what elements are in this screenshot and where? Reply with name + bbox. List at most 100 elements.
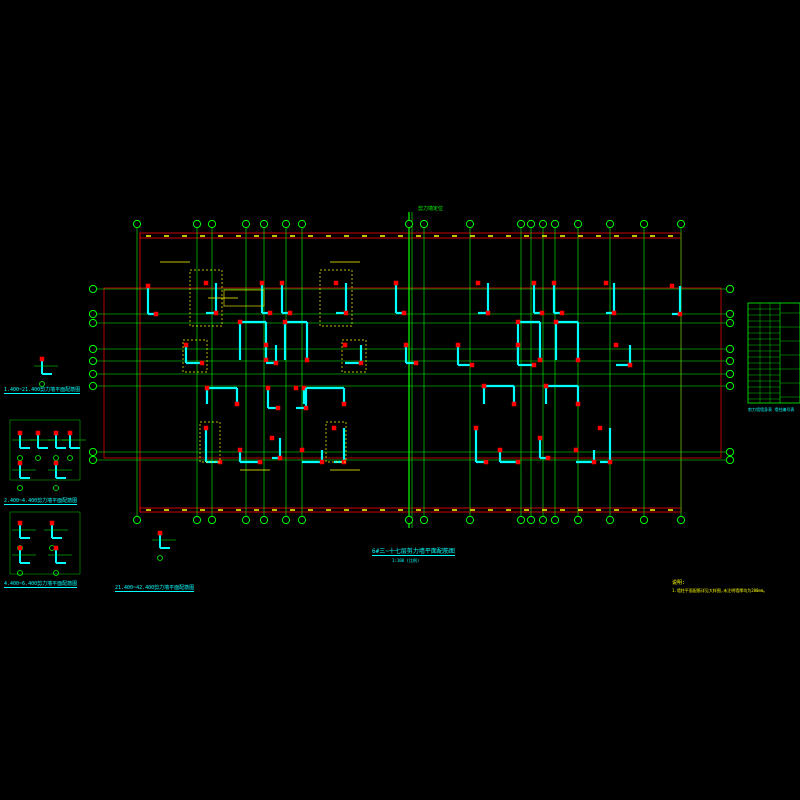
rebar-mark xyxy=(277,455,283,461)
rebar-mark xyxy=(304,357,310,363)
detail-3-title: 4.400~6.400剪力墙平面配筋图 xyxy=(4,581,78,588)
rebar-mark xyxy=(591,459,597,465)
rebar-mark xyxy=(511,401,517,407)
rebar-mark xyxy=(515,319,521,325)
rebar-mark xyxy=(257,459,263,465)
axis-bubble xyxy=(516,515,526,525)
detail-bubble xyxy=(17,570,23,576)
legend-frame xyxy=(747,302,800,404)
rebar-mark xyxy=(573,447,579,453)
rebar-mark xyxy=(515,459,521,465)
rebar-mark xyxy=(613,342,619,348)
axis-bubble xyxy=(605,515,615,525)
main-scale: 1:100 (比例) xyxy=(392,558,420,563)
detail-rebar xyxy=(17,460,23,466)
axis-bubble xyxy=(465,219,475,229)
rebar-mark xyxy=(553,319,559,325)
rebar-mark xyxy=(183,342,189,348)
rebar-mark xyxy=(403,342,409,348)
detail-bubble xyxy=(53,485,59,491)
rebar-mark xyxy=(303,405,309,411)
axis-bubble xyxy=(419,515,429,525)
detail-rebar xyxy=(53,460,59,466)
rebar-mark xyxy=(481,383,487,389)
rebar-mark xyxy=(543,383,549,389)
detail-4-title: 21.400~42.400剪力墙平面配筋图 xyxy=(115,585,195,592)
detail-drawings xyxy=(9,356,176,576)
axis-bubble xyxy=(538,515,548,525)
rebar-mark xyxy=(153,311,159,317)
detail-bubble xyxy=(53,455,59,461)
main-title: 6#三~十七层剪力墙平面配筋图 xyxy=(372,548,455,556)
axis-bubble xyxy=(192,219,202,229)
north-label: 剪力墙定位 xyxy=(418,206,444,212)
rebar-mark xyxy=(413,360,419,366)
detail-bubble xyxy=(35,455,41,461)
axis-bubble xyxy=(605,219,615,229)
axis-bubble xyxy=(88,318,98,328)
axis-bubble xyxy=(725,455,735,465)
rebar-mark xyxy=(575,357,581,363)
detail-1-title: 1.400~21.400剪力墙平面配筋图 xyxy=(4,387,81,394)
rebar-mark xyxy=(475,280,481,286)
legend-caption: 剪力墙墙身表 墙柱编号表 xyxy=(748,407,795,412)
detail-2-title: 2.400~4.400剪力墙平面配筋图 xyxy=(4,498,78,505)
axis-bubble xyxy=(725,447,735,457)
detail-rebar xyxy=(53,545,59,551)
rebar-mark xyxy=(263,342,269,348)
detail-bubble xyxy=(39,381,45,387)
rebar-mark xyxy=(287,310,293,316)
rebar-mark xyxy=(537,357,543,363)
axis-bubble xyxy=(297,219,307,229)
detail-callout-box xyxy=(199,421,221,463)
rebar-mark xyxy=(401,310,407,316)
axis-bubble xyxy=(573,515,583,525)
rebar-mark xyxy=(341,401,347,407)
axis-bubble xyxy=(573,219,583,229)
axis-bubble xyxy=(526,219,536,229)
rebar-mark xyxy=(611,310,617,316)
rebar-mark xyxy=(575,401,581,407)
rebar-mark xyxy=(483,459,489,465)
rebar-mark xyxy=(299,447,305,453)
axis-bubble xyxy=(676,219,686,229)
legend-table xyxy=(747,302,800,404)
rebar-mark xyxy=(539,310,545,316)
rebar-mark xyxy=(145,283,151,289)
rebar-mark xyxy=(342,342,348,348)
shear-walls xyxy=(145,261,683,471)
axis-bubble xyxy=(725,284,735,294)
rebar-mark xyxy=(627,362,633,368)
axis-bubble xyxy=(88,284,98,294)
axis-bubble xyxy=(88,309,98,319)
axis-bubble xyxy=(404,515,414,525)
axis-bubble xyxy=(88,447,98,457)
rebar-mark xyxy=(333,280,339,286)
rebar-mark xyxy=(275,405,281,411)
rebar-mark xyxy=(545,455,551,461)
rebar-mark xyxy=(559,310,565,316)
axis-bubble xyxy=(725,318,735,328)
rebar-mark xyxy=(485,310,491,316)
axis-bubble xyxy=(538,219,548,229)
rebar-mark xyxy=(234,401,240,407)
axis-bubble xyxy=(725,369,735,379)
detail-rebar xyxy=(157,530,163,536)
plan-outline xyxy=(103,287,722,459)
axis-bubble xyxy=(207,515,217,525)
axis-bubble xyxy=(259,515,269,525)
outer-frame xyxy=(103,232,722,513)
rebar-mark xyxy=(531,280,537,286)
axis-bubble xyxy=(132,219,142,229)
rebar-mark xyxy=(204,385,210,391)
rebar-mark xyxy=(237,447,243,453)
detail-rebar xyxy=(17,545,23,551)
axis-bubble xyxy=(88,344,98,354)
axis-bubble xyxy=(725,381,735,391)
detail-bubble xyxy=(53,570,59,576)
detail-rebar xyxy=(35,430,41,436)
note-text: 1.墙柱平面配筋详见大样图,未注明墙厚均为200mm。 xyxy=(672,588,768,593)
axis-bubble xyxy=(725,309,735,319)
axis-bubble xyxy=(550,219,560,229)
rebar-mark xyxy=(331,425,337,431)
